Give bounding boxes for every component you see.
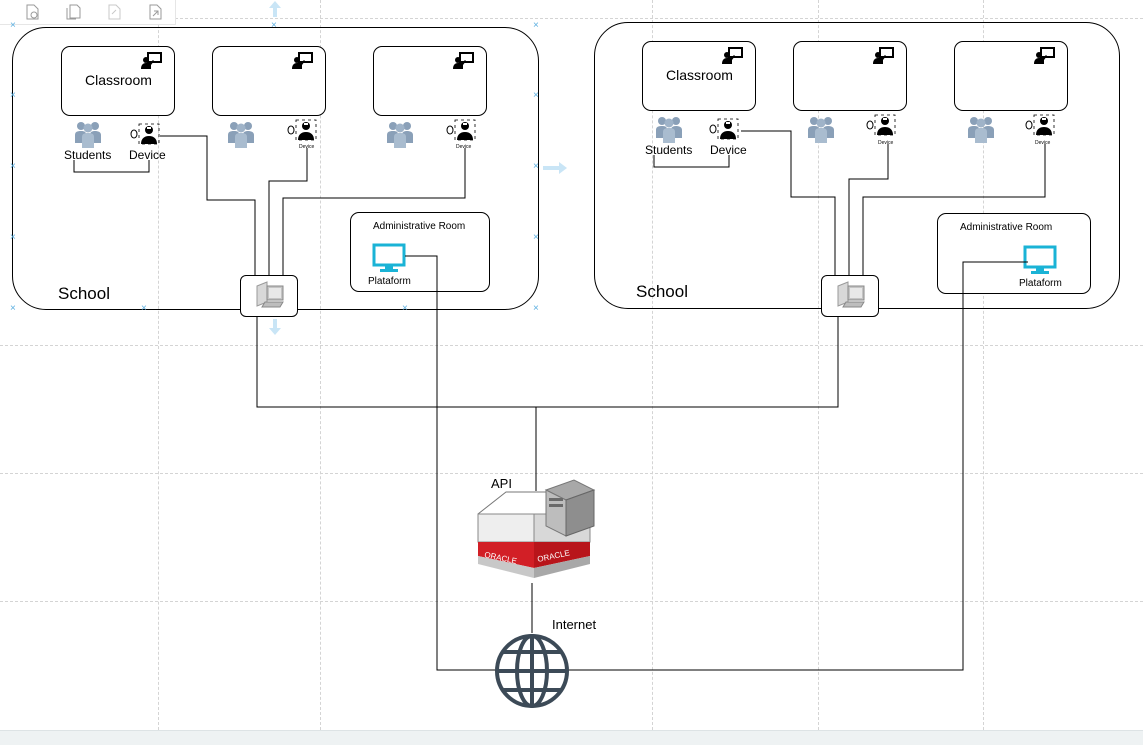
selection-handle[interactable]: ×	[533, 232, 539, 243]
fingerprint-device-icon	[287, 119, 317, 146]
platform-label: Plataform	[368, 276, 411, 287]
students-group-icon	[654, 114, 684, 149]
grid-line	[0, 345, 1143, 346]
monitor-icon	[372, 243, 406, 278]
students-label: Students	[645, 143, 693, 157]
grid-line	[0, 473, 1143, 474]
students-group-icon	[226, 119, 256, 154]
teacher-board-icon	[292, 52, 314, 75]
teacher-board-icon	[1034, 47, 1056, 70]
selection-arrow-right-icon[interactable]	[542, 159, 568, 182]
computer-icon	[834, 280, 866, 315]
students-group-icon	[806, 114, 836, 149]
device-label: Device	[878, 140, 894, 146]
classroom-title: Classroom	[666, 67, 733, 83]
selection-handle[interactable]: ×	[10, 90, 16, 101]
globe-icon	[493, 632, 571, 715]
device-label: Device	[1035, 140, 1051, 146]
api-label: API	[491, 476, 512, 491]
selection-handle[interactable]: ×	[10, 232, 16, 243]
classroom-box[interactable]	[61, 46, 175, 116]
teacher-board-icon	[873, 47, 895, 70]
selection-handle[interactable]: ×	[10, 303, 16, 314]
selection-handle[interactable]: ×	[533, 90, 539, 101]
computer-icon	[253, 280, 285, 315]
classroom-box[interactable]	[642, 41, 756, 111]
students-label: Students	[64, 148, 112, 162]
classroom-box[interactable]	[954, 41, 1068, 111]
page-toolbar	[0, 0, 176, 25]
selection-arrow-down-icon[interactable]	[266, 318, 284, 341]
selection-handle[interactable]: ×	[141, 303, 147, 314]
fingerprint-device-icon	[709, 118, 739, 145]
classroom-box[interactable]	[212, 46, 326, 116]
device-label: Device	[129, 148, 166, 162]
selection-handle[interactable]: ×	[533, 20, 539, 31]
teacher-board-icon	[722, 47, 744, 70]
selection-handle[interactable]: ×	[533, 303, 539, 314]
classroom-title: Classroom	[85, 72, 152, 88]
monitor-icon	[1023, 245, 1057, 280]
connector-line	[405, 255, 497, 671]
connector-line	[567, 261, 1028, 671]
classroom-box[interactable]	[373, 46, 487, 116]
resize-icon[interactable]	[145, 2, 165, 22]
administrative-room-title: Administrative Room	[373, 221, 466, 232]
fingerprint-device-icon	[130, 123, 160, 150]
grid-line	[0, 601, 1143, 602]
connector-line	[256, 316, 839, 408]
fingerprint-device-icon	[446, 119, 476, 146]
administrative-room-title: Administrative Room	[960, 222, 1053, 233]
duplicate-page-icon[interactable]	[63, 2, 83, 22]
students-group-icon	[73, 119, 103, 154]
selection-handle[interactable]: ×	[10, 161, 16, 172]
fingerprint-device-icon	[1025, 114, 1055, 141]
page-icon[interactable]	[104, 2, 124, 22]
selection-handle[interactable]: ×	[533, 161, 539, 172]
teacher-board-icon	[453, 52, 475, 75]
device-label: Device	[710, 143, 747, 157]
device-label: Device	[456, 144, 472, 150]
selection-arrow-up-icon[interactable]	[266, 0, 284, 23]
internet-label: Internet	[552, 617, 597, 632]
status-bar	[0, 730, 1143, 745]
oracle-server-icon: ORACLE ORACLE	[474, 478, 598, 591]
students-group-icon	[385, 119, 415, 154]
school-label: School	[636, 282, 688, 301]
device-label: Device	[299, 144, 315, 150]
school-label: School	[58, 284, 110, 303]
selection-handle[interactable]: ×	[10, 20, 16, 31]
teacher-board-icon	[141, 52, 163, 75]
platform-label: Plataform	[1019, 278, 1062, 289]
fingerprint-device-icon	[866, 114, 896, 141]
selection-handle[interactable]: ×	[402, 303, 408, 314]
add-page-icon[interactable]	[22, 2, 42, 22]
students-group-icon	[966, 114, 996, 149]
selection-handle[interactable]: ×	[271, 20, 277, 31]
classroom-box[interactable]	[793, 41, 907, 111]
